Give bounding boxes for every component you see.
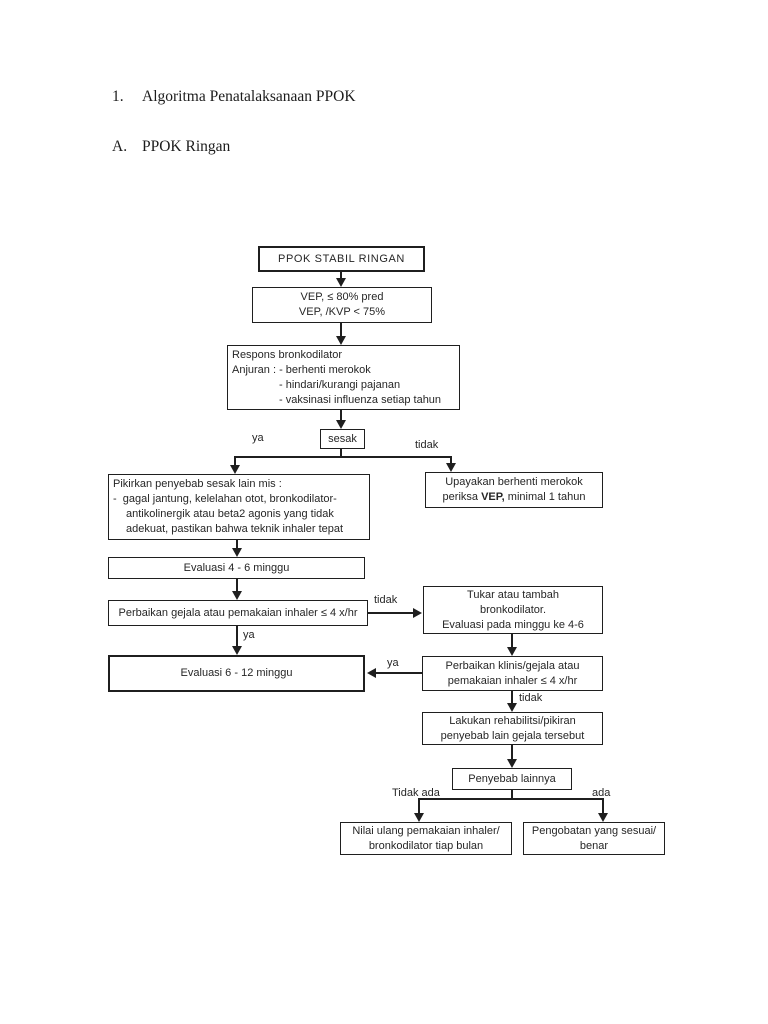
arrowhead-down-icon: [336, 420, 346, 429]
edge-label-tidak: tidak: [374, 594, 398, 606]
node-vep-criteria: VEP, ≤ 80% pred VEP, /KVP < 75%: [252, 287, 432, 323]
page-title: 1. Algoritma Penatalaksanaan PPOK: [112, 88, 356, 106]
connector-line: [375, 672, 422, 674]
edge-label-ya: ya: [252, 432, 264, 444]
section-title-number: A.: [112, 138, 128, 155]
page-title-number: 1.: [112, 88, 124, 105]
connector-line: [234, 456, 236, 466]
vep-bold: VEP,: [481, 491, 505, 503]
connector-line: [340, 271, 342, 280]
arrowhead-down-icon: [336, 278, 346, 287]
arrowhead-right-icon: [413, 608, 422, 618]
node-respons-bronkodilator: Respons bronkodilator Anjuran : - berhen…: [227, 345, 460, 410]
connector-line: [511, 634, 513, 648]
section-title-text: PPOK Ringan: [142, 138, 231, 155]
node-upayakan-berhenti-merokok: Upayakan berhenti merokok periksa VEP, m…: [425, 472, 603, 508]
edge-label-ya: ya: [243, 629, 255, 641]
respons-line: - vaksinasi influenza setiap tahun: [279, 394, 442, 406]
arrowhead-down-icon: [336, 336, 346, 345]
arrowhead-down-icon: [507, 703, 517, 712]
node-pikirkan-penyebab: Pikirkan penyebab sesak lain mis : - gag…: [108, 474, 370, 540]
edge-label-ya: ya: [387, 657, 399, 669]
connector-line: [418, 798, 604, 800]
node-evaluasi-6-12-minggu: Evaluasi 6 - 12 minggu: [108, 655, 365, 692]
pikirkan-line: Pikirkan penyebab sesak lain mis :: [113, 478, 282, 490]
edge-label-tidak: tidak: [519, 692, 543, 704]
arrowhead-down-icon: [232, 591, 242, 600]
connector-line: [418, 798, 420, 814]
connector-line: [511, 745, 513, 760]
node-nilai-ulang-pemakaian: Nilai ulang pemakaian inhaler/ bronkodil…: [340, 822, 512, 855]
arrowhead-left-icon: [367, 668, 376, 678]
node-penyebab-lainnya: Penyebab lainnya: [452, 768, 572, 790]
connector-line: [511, 691, 513, 704]
node-perbaikan-klinis: Perbaikan klinis/gejala atau pemakaian i…: [422, 656, 603, 691]
edge-label-tidak: tidak: [415, 439, 439, 451]
upayakan-line2: periksa VEP, minimal 1 tahun: [442, 491, 586, 503]
connector-line: [368, 612, 413, 614]
edge-label-ada: ada: [592, 787, 611, 799]
edge-label-tidak-ada: Tidak ada: [392, 787, 440, 799]
arrowhead-down-icon: [507, 647, 517, 656]
page-title-text: Algoritma Penatalaksanaan PPOK: [142, 88, 356, 105]
arrowhead-down-icon: [446, 463, 456, 472]
arrowhead-down-icon: [414, 813, 424, 822]
arrowhead-down-icon: [598, 813, 608, 822]
connector-line: [450, 456, 452, 464]
node-perbaikan-gejala: Perbaikan gejala atau pemakaian inhaler …: [108, 600, 368, 626]
connector-line: [340, 323, 342, 337]
upayakan-line1: Upayakan berhenti merokok: [445, 476, 583, 488]
arrowhead-down-icon: [230, 465, 240, 474]
pikirkan-line: adekuat, pastikan bahwa teknik inhaler t…: [126, 523, 344, 535]
connector-line: [236, 579, 238, 592]
respons-line: Respons bronkodilator: [232, 349, 343, 361]
node-tukar-tambah-bronkodilator: Tukar atau tambah bronkodilator. Evaluas…: [423, 586, 603, 634]
connector-line: [340, 449, 342, 458]
connector-line: [236, 540, 238, 549]
arrowhead-down-icon: [232, 646, 242, 655]
node-lakukan-rehabilitasi: Lakukan rehabilitsi/pikiran penyebab lai…: [422, 712, 603, 745]
respons-line: - hindari/kurangi pajanan: [279, 379, 401, 391]
node-sesak: sesak: [320, 429, 365, 449]
node-evaluasi-4-6-minggu: Evaluasi 4 - 6 minggu: [108, 557, 365, 579]
pikirkan-line: - gagal jantung, kelelahan otot, bronkod…: [113, 493, 337, 505]
pikirkan-line: antikolinergik atau beta2 agonis yang ti…: [126, 508, 334, 520]
connector-line: [234, 456, 452, 458]
connector-line: [511, 790, 513, 800]
respons-line: Anjuran : - berhenti merokok: [232, 364, 371, 376]
arrowhead-down-icon: [507, 759, 517, 768]
connector-line: [340, 410, 342, 421]
node-ppok-stabil-ringan: PPOK STABIL RINGAN: [258, 246, 425, 272]
section-title: A. PPOK Ringan: [112, 138, 230, 156]
connector-line: [236, 626, 238, 647]
arrowhead-down-icon: [232, 548, 242, 557]
connector-line: [602, 798, 604, 814]
node-pengobatan-sesuai: Pengobatan yang sesuai/ benar: [523, 822, 665, 855]
